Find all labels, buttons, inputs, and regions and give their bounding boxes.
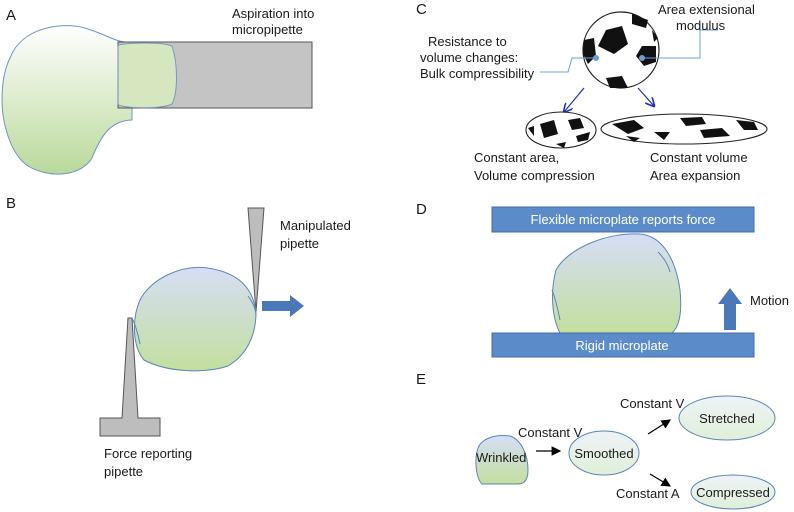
constant-v-label-1: Constant V — [518, 425, 583, 440]
area-modulus-label-line-1: Area extensional — [658, 2, 755, 17]
aspiration-label-line-2: micropipette — [232, 22, 303, 37]
compressed-label: Compressed — [696, 485, 770, 500]
arrow-to-compressed — [649, 473, 672, 487]
aspirated-cell — [1, 25, 133, 175]
panel-b-letter: B — [6, 195, 16, 212]
compressed-ball — [525, 111, 597, 149]
compression-caption-line-2: Volume compression — [474, 168, 595, 183]
cell-edge-wrinkle — [247, 295, 257, 317]
manipulated-pipette — [247, 207, 265, 313]
expansion-caption-line-1: Constant volume — [650, 150, 748, 165]
cell-edge-wrinkle — [551, 289, 561, 321]
force-pipette-label-line-2: pipette — [104, 464, 143, 479]
panel-b: B Manipulated pipette Force reporting pi… — [6, 195, 351, 479]
aspiration-label-line-1: Aspiration into — [232, 6, 314, 21]
flexible-microplate — [491, 206, 755, 233]
area-modulus-label-line-2: modulus — [676, 18, 726, 33]
squeezed-cell — [552, 233, 682, 334]
panel-d-letter: D — [416, 201, 427, 218]
compression-caption-line-1: Constant area, — [474, 150, 559, 165]
wrinkled-cell — [475, 435, 529, 485]
aspirated-tongue — [117, 42, 177, 109]
motion-arrow — [718, 288, 742, 330]
stretched-ellipse — [678, 395, 776, 441]
cell-edge-wrinkle — [657, 251, 671, 273]
pull-arrow — [262, 295, 304, 317]
soccer-ball — [582, 11, 660, 89]
constant-a-label: Constant A — [616, 486, 680, 501]
force-reporting-pipette — [99, 317, 161, 437]
panel-e: E Wrinkled Constant V Smoothed Constant … — [416, 371, 776, 510]
flexible-plate-label: Flexible microplate reports force — [531, 212, 716, 227]
arrow-to-stretched — [647, 419, 672, 435]
smoothed-label: Smoothed — [574, 446, 633, 461]
resistance-label-line-1: Resistance to — [428, 34, 507, 49]
rigid-plate-label: Rigid microplate — [575, 338, 668, 353]
cell-edge-wrinkle — [131, 317, 141, 345]
resistance-label-line-3: Bulk compressibility — [420, 66, 535, 81]
held-cell — [133, 266, 257, 372]
constant-v-label-2: Constant V — [620, 396, 685, 411]
area-callout-line — [642, 29, 718, 59]
manipulated-label-line-2: pipette — [280, 236, 319, 251]
stretched-label: Stretched — [699, 411, 755, 426]
bulk-callout-line — [540, 57, 596, 73]
wrinkled-label: Wrinkled — [476, 450, 526, 465]
compressed-ellipse — [690, 474, 776, 510]
panel-d: D Flexible microplate reports force Rigi… — [416, 201, 789, 358]
panel-a: A Aspiration into micropipette — [1, 6, 314, 175]
panel-c: C Resistance to volume changes: Bulk com… — [416, 1, 768, 183]
resistance-label-line-2: volume changes: — [420, 50, 518, 65]
panel-c-letter: C — [416, 1, 427, 18]
motion-label: Motion — [750, 293, 789, 308]
rigid-microplate — [491, 332, 755, 358]
flattened-ball — [600, 113, 768, 145]
arrow-to-flattened-ball — [637, 87, 654, 106]
smoothed-ellipse — [568, 430, 640, 476]
manipulated-label-line-1: Manipulated — [280, 218, 351, 233]
panel-a-letter: A — [6, 7, 16, 24]
force-pipette-label-line-1: Force reporting — [104, 446, 192, 461]
panel-e-letter: E — [416, 371, 426, 388]
expansion-caption-line-2: Area expansion — [650, 168, 740, 183]
arrow-to-compressed-ball — [564, 87, 585, 112]
